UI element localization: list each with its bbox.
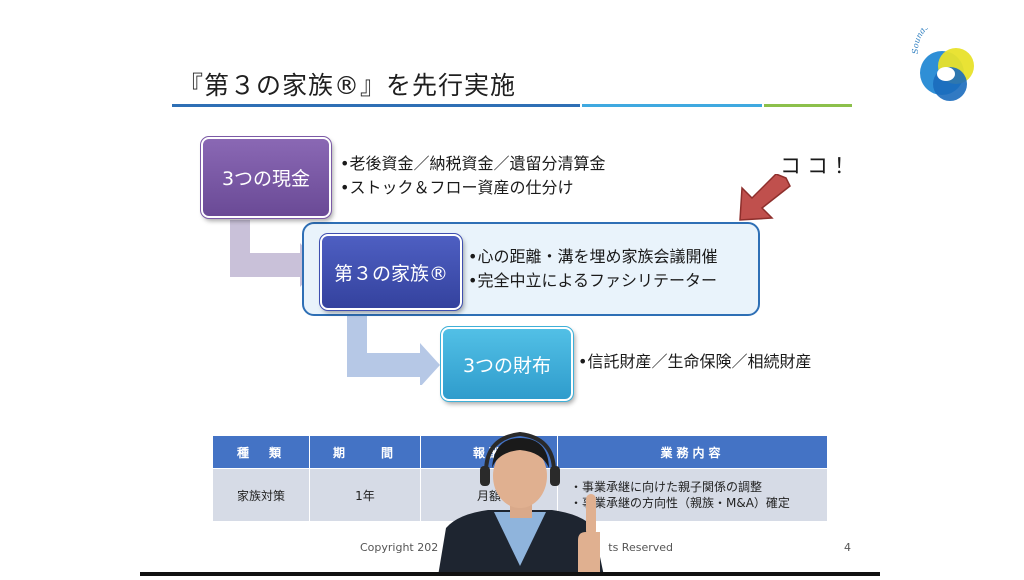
cell-content: ・事業承継に向けた親子関係の調整 ・事業承継の方向性（親族・M&A）確定 [557, 468, 828, 522]
arrow-2 [347, 310, 440, 385]
content-line: ・事業承継に向けた親子関係の調整 [570, 480, 763, 494]
box-3-wallets: 3つの財布 [440, 326, 574, 402]
bullets-family: •心の距離・溝を埋め家族会議開催 •完全中立によるファシリテーター [468, 245, 717, 293]
slide-title: 『第３の家族®』を先行実施 [178, 71, 517, 100]
bullet: •心の距離・溝を埋め家族会議開催 [468, 247, 718, 266]
bottom-bar [140, 572, 880, 576]
cell-period: 1年 [309, 468, 421, 522]
content-line: ・事業承継の方向性（親族・M&A）確定 [570, 496, 790, 510]
box-third-family-label: 第３の家族® [333, 262, 448, 285]
box-3-cash: 3つの現金 [200, 136, 332, 219]
header-period: 期 間 [309, 435, 421, 469]
copyright-text: Copyright 202 ts Reserved [360, 541, 673, 554]
title-rule-lightblue [582, 104, 762, 107]
box-3-cash-label: 3つの現金 [221, 168, 311, 190]
title-rule-blue [172, 104, 580, 107]
flow-arrows [230, 220, 440, 385]
bullet: •ストック＆フロー資産の仕分け [340, 178, 574, 197]
bullet: •老後資金／納税資金／遺留分清算金 [340, 154, 606, 173]
bullets-cash: •老後資金／納税資金／遺留分清算金 •ストック＆フロー資産の仕分け [340, 152, 605, 200]
bullet: •完全中立によるファシリテーター [468, 271, 717, 290]
box-third-family: 第３の家族® [319, 233, 463, 311]
bullets-wallets: •信託財産／生命保険／相続財産 [578, 350, 811, 374]
box-3-wallets-label: 3つの財布 [462, 354, 552, 377]
sounds-good-logo: Sounds Good! [906, 14, 986, 108]
copyright-left: Copyright 202 [360, 541, 439, 554]
page-number: 4 [844, 541, 851, 554]
arrow-1 [230, 220, 320, 287]
presenter-video [428, 428, 612, 576]
header-type: 種 類 [212, 435, 310, 469]
cell-type: 家族対策 [212, 468, 310, 522]
title-rule-green [764, 104, 852, 107]
copyright-right: ts Reserved [608, 541, 673, 554]
callout-text: ココ！ [780, 154, 861, 178]
bullet: •信託財産／生命保険／相続財産 [578, 352, 812, 371]
callout-arrow-icon [739, 174, 791, 221]
